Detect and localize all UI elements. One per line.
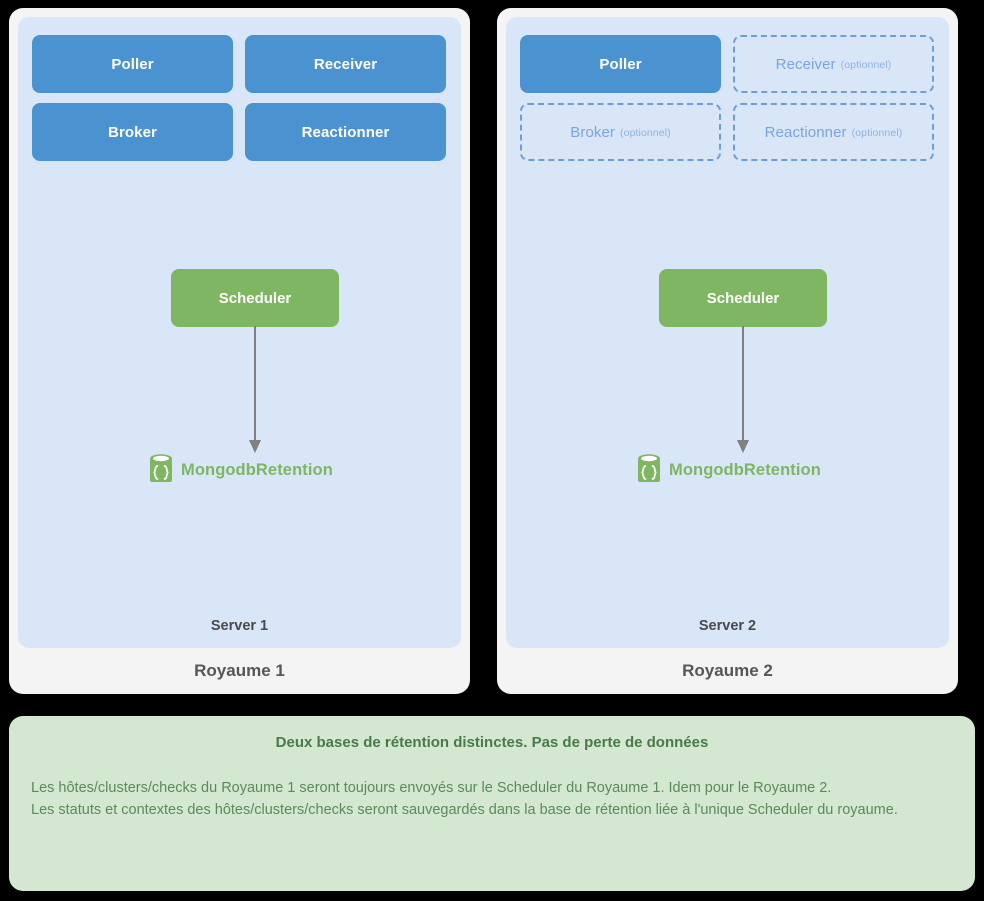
server-caption-1: Server 1 xyxy=(210,618,269,634)
daemon-label: Receiver xyxy=(775,55,836,73)
scheduler-to-retention-arrow-2 xyxy=(737,326,749,453)
daemon-box-broker[interactable]: Broker xyxy=(32,103,233,161)
daemon-box-broker-optional[interactable]: Broker (optionnel) xyxy=(520,103,721,161)
note-line: Les hôtes/clusters/checks du Royaume 1 s… xyxy=(31,780,832,796)
server-caption-2: Server 2 xyxy=(698,618,757,634)
realm-card-1: Poller Receiver Broker Reactionner Sched… xyxy=(9,8,470,694)
retention-label: MongodbRetention xyxy=(181,460,333,479)
retention-node-2[interactable]: MongodbRetention xyxy=(636,453,821,487)
daemon-grid-1: Poller Receiver Broker Reactionner xyxy=(32,35,447,161)
daemon-box-reactionner-optional[interactable]: Reactionner (optionnel) xyxy=(733,103,934,161)
daemon-label: Reactionner xyxy=(301,123,390,141)
database-icon xyxy=(150,454,172,482)
daemon-box-reactionner[interactable]: Reactionner xyxy=(245,103,446,161)
daemon-label: Reactionner xyxy=(764,123,847,141)
daemon-grid-2: Poller Receiver (optionnel) Broker (opti… xyxy=(520,35,935,161)
daemon-label: Broker xyxy=(108,123,157,141)
daemon-label: Poller xyxy=(111,55,154,73)
daemon-label: Poller xyxy=(599,55,642,73)
daemon-box-poller[interactable]: Poller xyxy=(32,35,233,93)
retention-label: MongodbRetention xyxy=(669,460,821,479)
note-title: Deux bases de rétention distinctes. Pas … xyxy=(275,734,709,751)
scheduler-box-1[interactable]: Scheduler xyxy=(171,269,339,327)
note-body: Les hôtes/clusters/checks du Royaume 1 s… xyxy=(31,777,953,821)
note-line: Les statuts et contextes des hôtes/clust… xyxy=(31,802,898,818)
realm-card-2: Poller Receiver (optionnel) Broker (opti… xyxy=(497,8,958,694)
database-icon xyxy=(638,454,660,482)
optional-tag: (optionnel) xyxy=(840,59,892,71)
optional-tag: (optionnel) xyxy=(851,127,903,139)
realm-caption-1: Royaume 1 xyxy=(194,661,285,680)
server-panel-1: Poller Receiver Broker Reactionner Sched… xyxy=(18,17,461,648)
note-card: Deux bases de rétention distinctes. Pas … xyxy=(9,716,975,891)
scheduler-to-retention-arrow-1 xyxy=(249,326,261,453)
daemon-box-receiver[interactable]: Receiver xyxy=(245,35,446,93)
scheduler-box-2[interactable]: Scheduler xyxy=(659,269,827,327)
scheduler-label: Scheduler xyxy=(218,289,292,307)
scheduler-label: Scheduler xyxy=(706,289,780,307)
daemon-box-poller[interactable]: Poller xyxy=(520,35,721,93)
server-panel-2: Poller Receiver (optionnel) Broker (opti… xyxy=(506,17,949,648)
retention-node-1[interactable]: MongodbRetention xyxy=(148,453,333,487)
realm-caption-2: Royaume 2 xyxy=(682,661,773,680)
optional-tag: (optionnel) xyxy=(620,127,671,139)
daemon-label: Receiver xyxy=(313,55,378,73)
daemon-box-receiver-optional[interactable]: Receiver (optionnel) xyxy=(733,35,934,93)
daemon-label: Broker xyxy=(570,123,616,141)
